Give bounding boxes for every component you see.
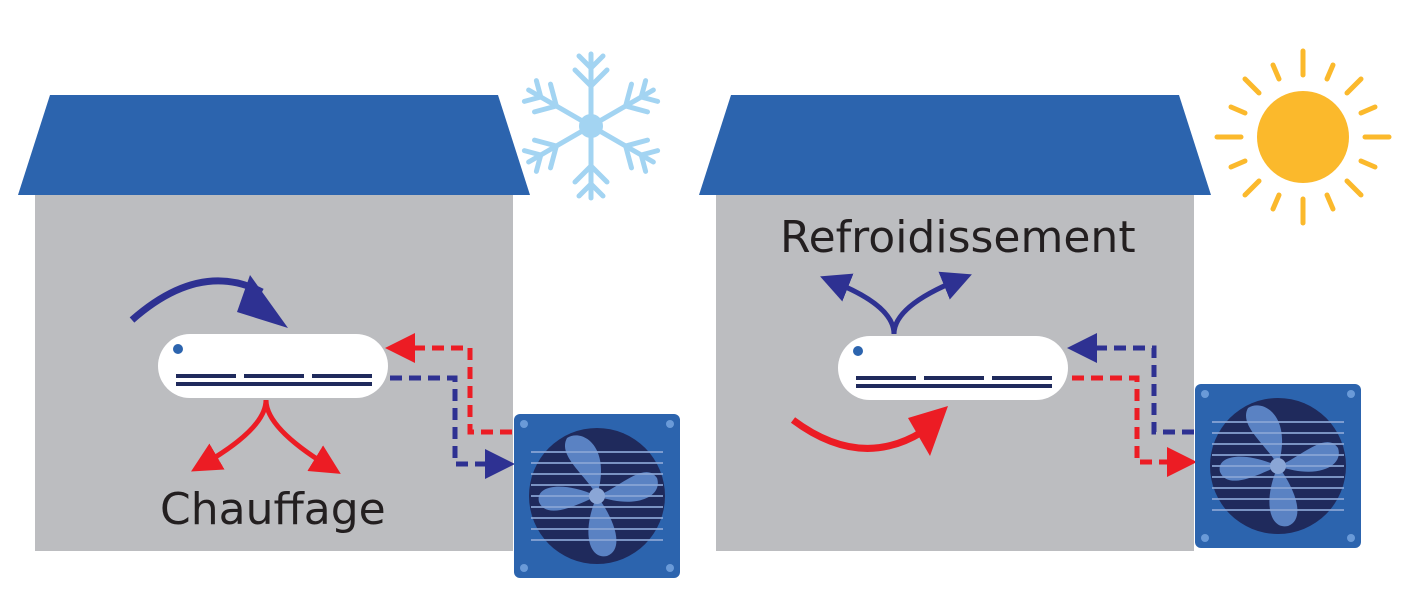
indoor-unit-left <box>158 334 388 398</box>
cool-air-output-arrows <box>820 271 972 335</box>
fan-icon <box>513 413 681 579</box>
snowflake-icon <box>521 51 661 201</box>
house-roof-left <box>18 95 530 195</box>
house-roof-right <box>699 95 1211 195</box>
refrigerant-line-cool-right <box>1067 333 1194 435</box>
air-intake-arrow-left <box>129 275 288 328</box>
indoor-unit-right <box>838 336 1068 400</box>
sun-icon <box>1214 48 1392 226</box>
cooling-panel: Refroidissement <box>699 48 1392 551</box>
heating-label: Chauffage <box>160 484 386 535</box>
cooling-label: Refroidissement <box>780 212 1136 263</box>
refrigerant-line-warm-left <box>385 333 512 435</box>
fan-icon <box>1194 383 1362 549</box>
air-intake-arrow-right <box>790 406 948 456</box>
heating-panel: Chauffage <box>18 51 681 579</box>
warm-air-output-arrows <box>191 399 341 474</box>
refrigerant-line-cool-left <box>390 375 515 479</box>
refrigerant-line-warm-right <box>1072 375 1197 477</box>
